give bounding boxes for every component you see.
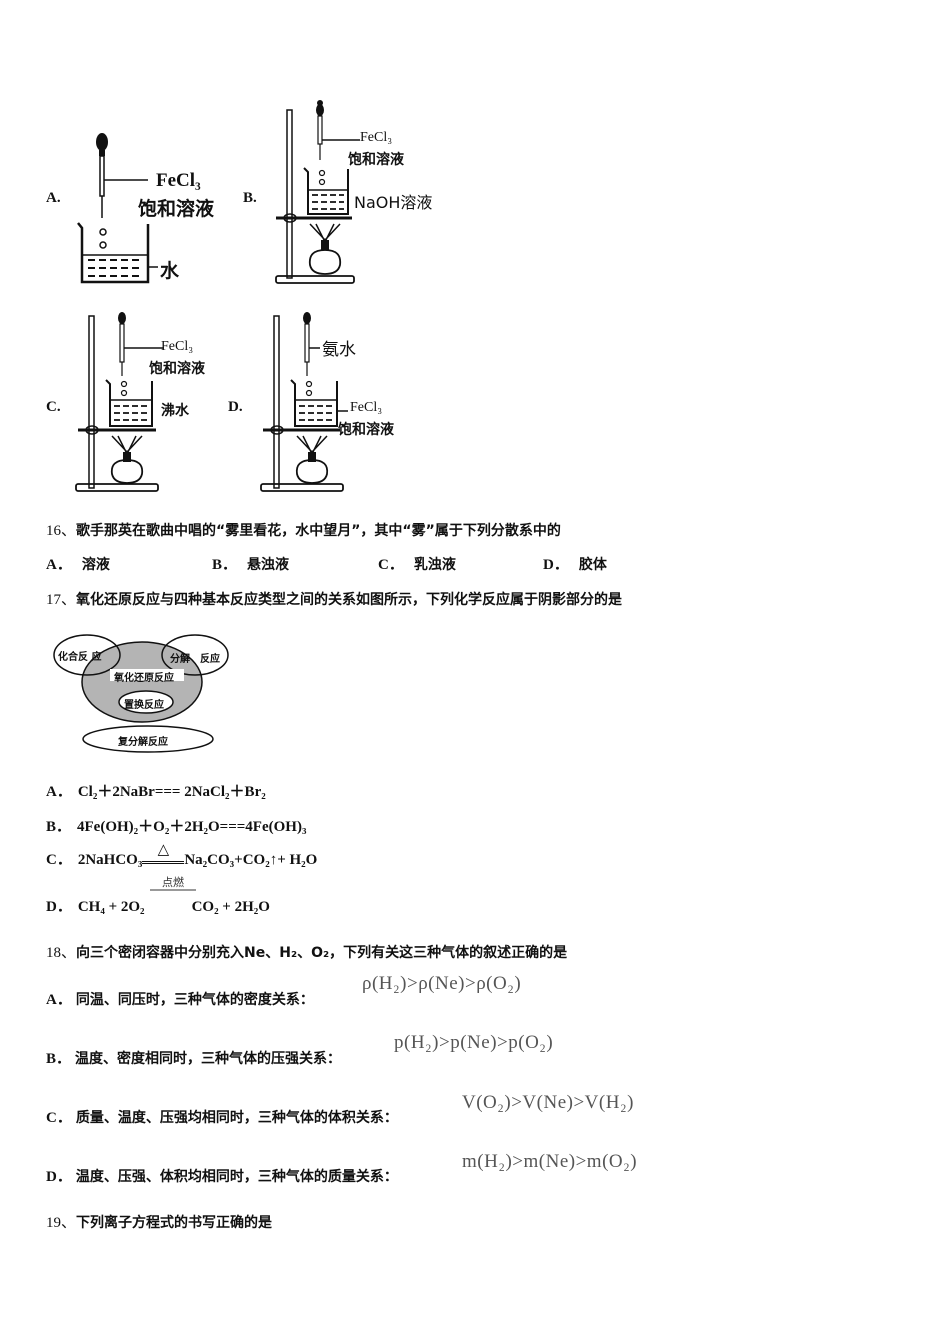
q16-option-b[interactable]: B．悬浊液 xyxy=(212,557,290,573)
q16-option-d[interactable]: D．胶体 xyxy=(543,557,607,573)
venn-redox-label: 氧化还原反应 xyxy=(114,673,174,684)
heat-triangle-icon: △ xyxy=(157,842,170,858)
q15-figure-a-beaker-dropper xyxy=(77,133,158,284)
q18-option-b-relation: p(H₂)>p(Ne)>p(O₂) xyxy=(394,1032,554,1053)
q15-b-beaker-label: NaOH溶液 xyxy=(354,193,433,212)
q17-number: 17、 xyxy=(46,592,77,608)
heat-condition-arrow: △ xyxy=(142,842,185,864)
q15-c-beaker-label: 沸水 xyxy=(161,403,189,419)
q15-option-a-label: A. xyxy=(46,190,61,206)
q18-option-a-relation: ρ(H₂)>ρ(Ne)>ρ(O₂) xyxy=(362,973,522,994)
q18-number: 18、 xyxy=(46,945,77,961)
q17-option-b[interactable]: B．4Fe(OH)₂＋O₂＋2H₂O===4Fe(OH)₃ xyxy=(46,819,307,835)
q15-b-dropper-label: FeCl₃ xyxy=(360,130,393,145)
q18-option-b[interactable]: B．温度、密度相同时，三种气体的压强关系： xyxy=(46,1051,342,1067)
q17-option-a[interactable]: A．Cl₂＋2NaBr=== 2NaCl₂＋Br₂ xyxy=(46,784,266,800)
q17-venn-diagram: 化合反 应 分解 反应 氧化还原反应 置换反应 复分解反应 xyxy=(52,630,232,754)
q15-a-beaker-label: 水 xyxy=(160,260,180,282)
q15-d-dropper-label: 氨水 xyxy=(322,340,356,360)
q15-option-b-label: B. xyxy=(243,190,257,206)
q16-option-a[interactable]: A．溶液 xyxy=(46,557,110,573)
venn-decomposition-label-left: 分解 xyxy=(170,654,190,665)
q15-c-dropper-sublabel: 饱和溶液 xyxy=(149,361,205,377)
q18-text: 向三个密闭容器中分别充入Ne、H₂、O₂，下列有关这三种气体的叙述正确的是 xyxy=(76,945,568,961)
q15-a-dropper-label: FeCl₃ xyxy=(156,170,201,191)
venn-decomposition-label-right: 反应 xyxy=(200,654,220,665)
q15-d-beaker-sublabel: 饱和溶液 xyxy=(338,422,394,438)
q18-question: 18、向三个密闭容器中分别充入Ne、H₂、O₂，下列有关这三种气体的叙述正确的是 xyxy=(46,941,567,962)
q19-text: 下列离子方程式的书写正确的是 xyxy=(76,1215,273,1231)
q15-figure-b-stand-burner xyxy=(275,100,360,284)
q15-option-d-label: D. xyxy=(228,399,243,415)
q16-text: 歌手那英在歌曲中唱的“雾里看花，水中望月”，其中“雾”属于下列分散系中的 xyxy=(76,523,561,539)
q15-option-c-label: C. xyxy=(46,399,61,415)
q18-option-d[interactable]: D．温度、压强、体积均相同时，三种气体的质量关系： xyxy=(46,1169,398,1185)
q18-option-c[interactable]: C．质量、温度、压强均相同时，三种气体的体积关系： xyxy=(46,1110,398,1126)
q15-figure-d-stand-burner xyxy=(260,312,348,492)
q19-number: 19、 xyxy=(46,1215,77,1231)
ignite-condition: 点燃 xyxy=(150,877,196,891)
q15-a-dropper-sublabel: 饱和溶液 xyxy=(138,198,215,220)
q16-option-c[interactable]: C．乳浊液 xyxy=(378,557,456,573)
q16-number: 16、 xyxy=(46,523,77,539)
venn-combination-label: 化合反 应 xyxy=(58,652,102,663)
q15-d-beaker-label: FeCl₃ xyxy=(350,400,383,415)
q15-c-dropper-label: FeCl₃ xyxy=(161,339,194,354)
q18-option-c-relation: V(O₂)>V(Ne)>V(H₂) xyxy=(462,1092,634,1113)
q17-text: 氧化还原反应与四种基本反应类型之间的关系如图所示，下列化学反应属于阴影部分的是 xyxy=(76,592,623,608)
q16-question: 16、歌手那英在歌曲中唱的“雾里看花，水中望月”，其中“雾”属于下列分散系中的 xyxy=(46,519,561,540)
q18-option-d-relation: m(H₂)>m(Ne)>m(O₂) xyxy=(462,1151,638,1172)
q15-figure-c-stand-burner xyxy=(75,312,164,492)
venn-double-decomposition-label: 复分解反应 xyxy=(118,737,168,748)
venn-displacement-label: 置换反应 xyxy=(124,700,164,711)
q15-b-dropper-sublabel: 饱和溶液 xyxy=(348,152,404,168)
q17-question: 17、氧化还原反应与四种基本反应类型之间的关系如图所示，下列化学反应属于阴影部分… xyxy=(46,588,622,609)
q17-option-c[interactable]: C．2NaHCO₃△Na₂CO₃+CO₂↑+ H₂O xyxy=(46,842,318,868)
q19-question: 19、下列离子方程式的书写正确的是 xyxy=(46,1211,272,1232)
q18-option-a[interactable]: A．同温、同压时，三种气体的密度关系： xyxy=(46,992,314,1008)
